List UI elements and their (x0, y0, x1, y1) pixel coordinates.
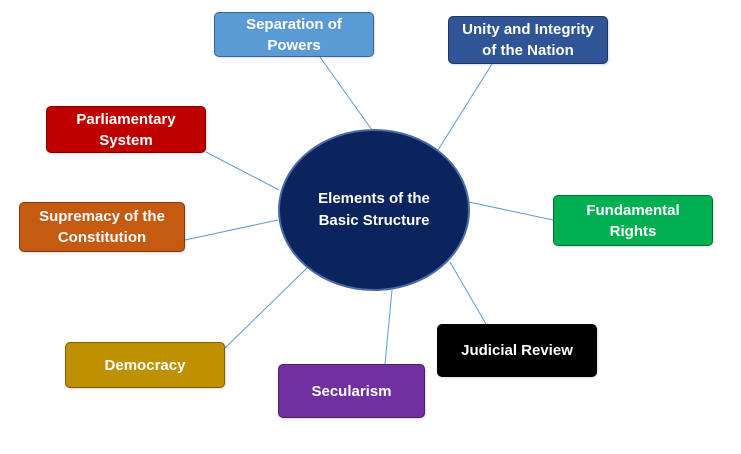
connector-democracy (224, 266, 309, 349)
node-supremacy-of-constitution: Supremacy of the Constitution (19, 202, 185, 252)
node-label: Secularism (311, 382, 392, 400)
node-democracy: Democracy (65, 342, 225, 388)
center-label: Elements of the Basic Structure (318, 190, 430, 229)
node-label: Separation of Powers (246, 15, 342, 54)
node-label: Fundamental Rights (586, 201, 680, 240)
node-unity-and-integrity: Unity and Integrity of the Nation (448, 16, 608, 64)
connector-supremacy (184, 219, 279, 241)
node-label: Judicial Review (461, 342, 573, 359)
node-parliamentary-system: Parliamentary System (46, 106, 206, 153)
node-label: Supremacy of the Constitution (39, 208, 165, 246)
connector-separation (319, 56, 373, 131)
connector-fundamental (468, 201, 554, 221)
connector-unity (437, 63, 493, 151)
node-judicial-review: Judicial Review (437, 324, 597, 377)
connector-secularism (384, 289, 393, 365)
center-node: Elements of the Basic Structure (278, 129, 470, 291)
connector-judicial (449, 261, 487, 325)
node-label: Parliamentary System (76, 110, 176, 149)
node-label: Unity and Integrity of the Nation (462, 21, 594, 59)
node-label: Democracy (104, 356, 186, 374)
connector-parliament (205, 151, 280, 191)
node-fundamental-rights: Fundamental Rights (553, 195, 713, 246)
node-secularism: Secularism (278, 364, 425, 418)
node-separation-of-powers: Separation of Powers (214, 12, 374, 57)
